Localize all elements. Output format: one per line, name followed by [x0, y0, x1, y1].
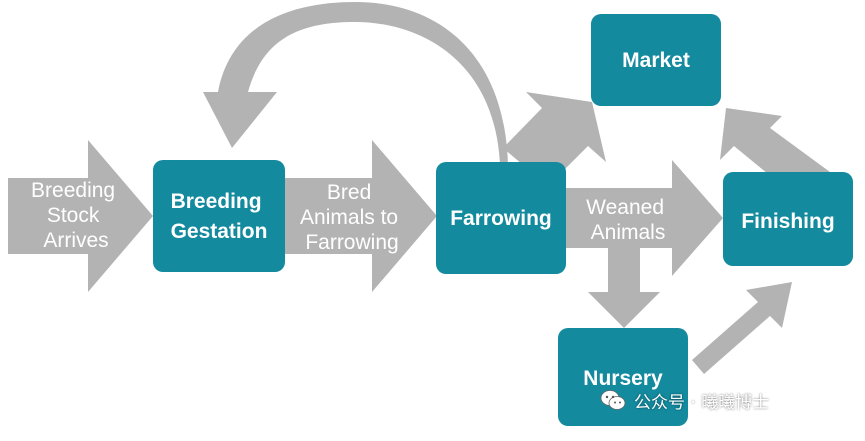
watermark-text: 公众号 · 曦曦博士: [634, 392, 770, 413]
box-label-farrowing: Farrowing: [450, 207, 552, 230]
box-label-nursery: Nursery: [583, 367, 663, 390]
arrow-weaned-animals: [566, 160, 723, 276]
arrow-finishing-to-market: [720, 108, 830, 192]
arrow-nursery-to-finishing: [692, 282, 792, 374]
return-loop-arrow: [203, 2, 508, 165]
box-market: [591, 14, 721, 106]
box-nursery: [558, 328, 688, 426]
box-farrowing: [436, 162, 566, 274]
box-label-market: Market: [622, 49, 690, 72]
box-finishing: [723, 172, 853, 266]
watermark: 公众号 · 曦曦博士: [600, 386, 769, 414]
box-breeding-gestation: [153, 160, 285, 272]
arrow-breeding-stock-arrives: [8, 140, 153, 292]
box-label-finishing: Finishing: [741, 210, 834, 233]
arrow-weaned-to-nursery: [588, 248, 660, 328]
arrow-label-weaned-animals: Weaned Animals: [586, 196, 670, 244]
arrow-bred-animals-to-farrowing: [284, 140, 437, 292]
arrow-label-bred-animals-to-farrowing: Bred Animals to Farrowing: [300, 181, 404, 254]
arrow-label-breeding-stock-arrives: Breeding Stock Arrives: [31, 179, 121, 252]
wechat-icon: [600, 390, 626, 410]
box-label-breeding-gestation: Breeding Gestation: [171, 190, 268, 243]
